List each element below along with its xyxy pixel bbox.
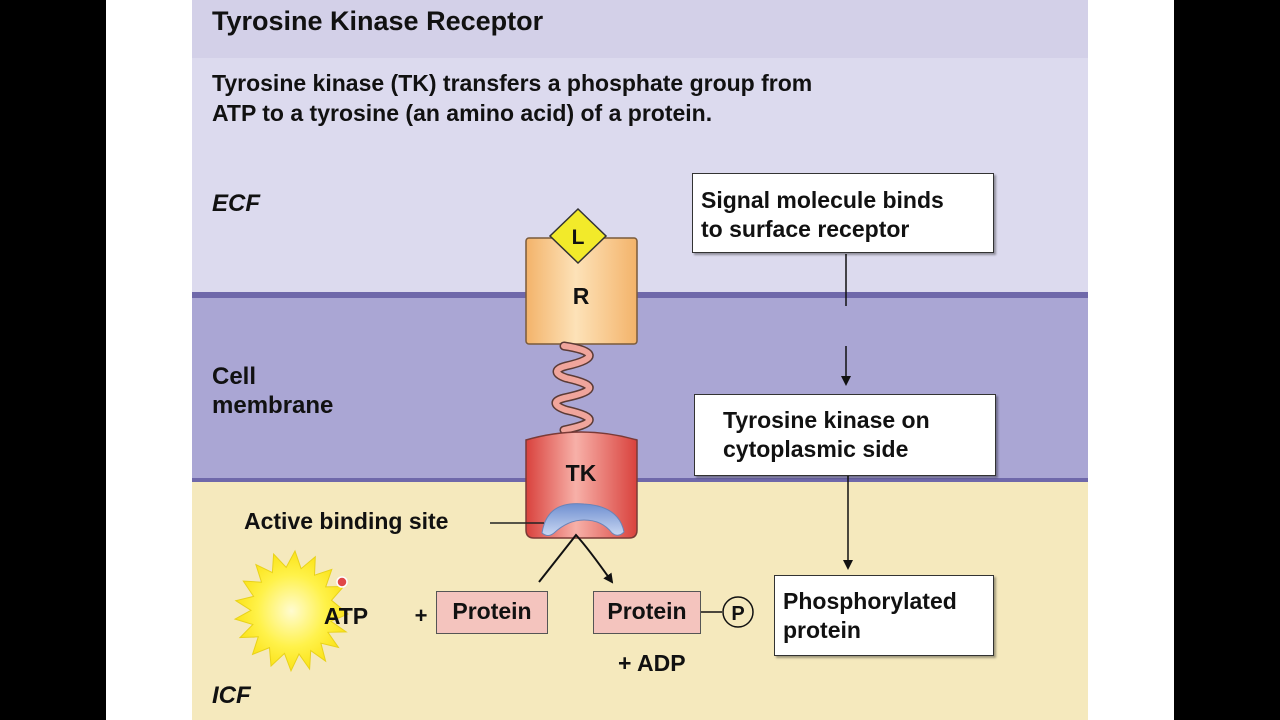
receptor-diagram: R L TK ATP + P — [233, 207, 853, 673]
active-binding-site — [541, 503, 625, 536]
phosphate-circle — [722, 596, 754, 628]
transmembrane-helix — [551, 341, 594, 435]
icf-label: ICF — [212, 682, 251, 709]
flow-step-phosphorylated-protein: Phosphorylated protein — [774, 575, 994, 656]
phosphate-label: P — [731, 603, 744, 625]
protein-product: Protein — [593, 591, 701, 634]
cell-membrane-label-line-2: membrane — [212, 392, 334, 419]
plus-sign: + — [415, 603, 428, 628]
tyrosine-kinase-label: TK — [566, 460, 597, 486]
subtitle-line-2: ATP to a tyrosine (an amino acid) of a p… — [212, 100, 713, 126]
ligand-l-label: L — [572, 226, 585, 249]
ecf-label: ECF — [212, 190, 260, 217]
flow-step-1-line-2: to surface receptor — [701, 216, 910, 242]
flow-step-tyrosine-kinase: Tyrosine kinase on cytoplasmic side — [694, 394, 996, 476]
reaction-arrow — [538, 533, 614, 584]
cell-membrane-label: Cell membrane — [212, 362, 333, 420]
receptor-r-label: R — [573, 283, 590, 309]
adp-label: + ADP — [618, 650, 686, 676]
flow-step-3-line-1: Phosphorylated — [783, 588, 957, 614]
protein-substrate: Protein — [436, 591, 548, 634]
membrane-bottom-line — [192, 478, 1088, 484]
atp-starburst — [233, 549, 349, 673]
slide-title: Tyrosine Kinase Receptor — [212, 6, 544, 36]
flow-step-signal-binding: Signal molecule binds to surface recepto… — [692, 173, 994, 253]
subtitle-line-1: Tyrosine kinase (TK) transfers a phospha… — [212, 70, 813, 96]
ligand-l — [548, 207, 608, 265]
slide: Tyrosine Kinase Receptor Tyrosine kinase… — [192, 0, 1088, 720]
left-margin — [106, 0, 192, 720]
cell-membrane-label-line-1: Cell — [212, 363, 257, 390]
right-margin — [1088, 0, 1174, 720]
active-site-label: Active binding site — [244, 508, 449, 534]
cursor-dot — [336, 576, 348, 588]
flow-step-3-line-2: protein — [783, 617, 861, 643]
flow-step-2-line-2: cytoplasmic side — [723, 436, 909, 462]
title-band — [192, 0, 1088, 58]
slide-subtitle: Tyrosine kinase (TK) transfers a phospha… — [212, 68, 812, 128]
flow-step-1-line-1: Signal molecule binds — [701, 187, 944, 213]
flow-step-2-line-1: Tyrosine kinase on — [723, 407, 930, 433]
atp-label: ATP — [324, 603, 368, 629]
membrane-top-line — [192, 292, 1088, 298]
